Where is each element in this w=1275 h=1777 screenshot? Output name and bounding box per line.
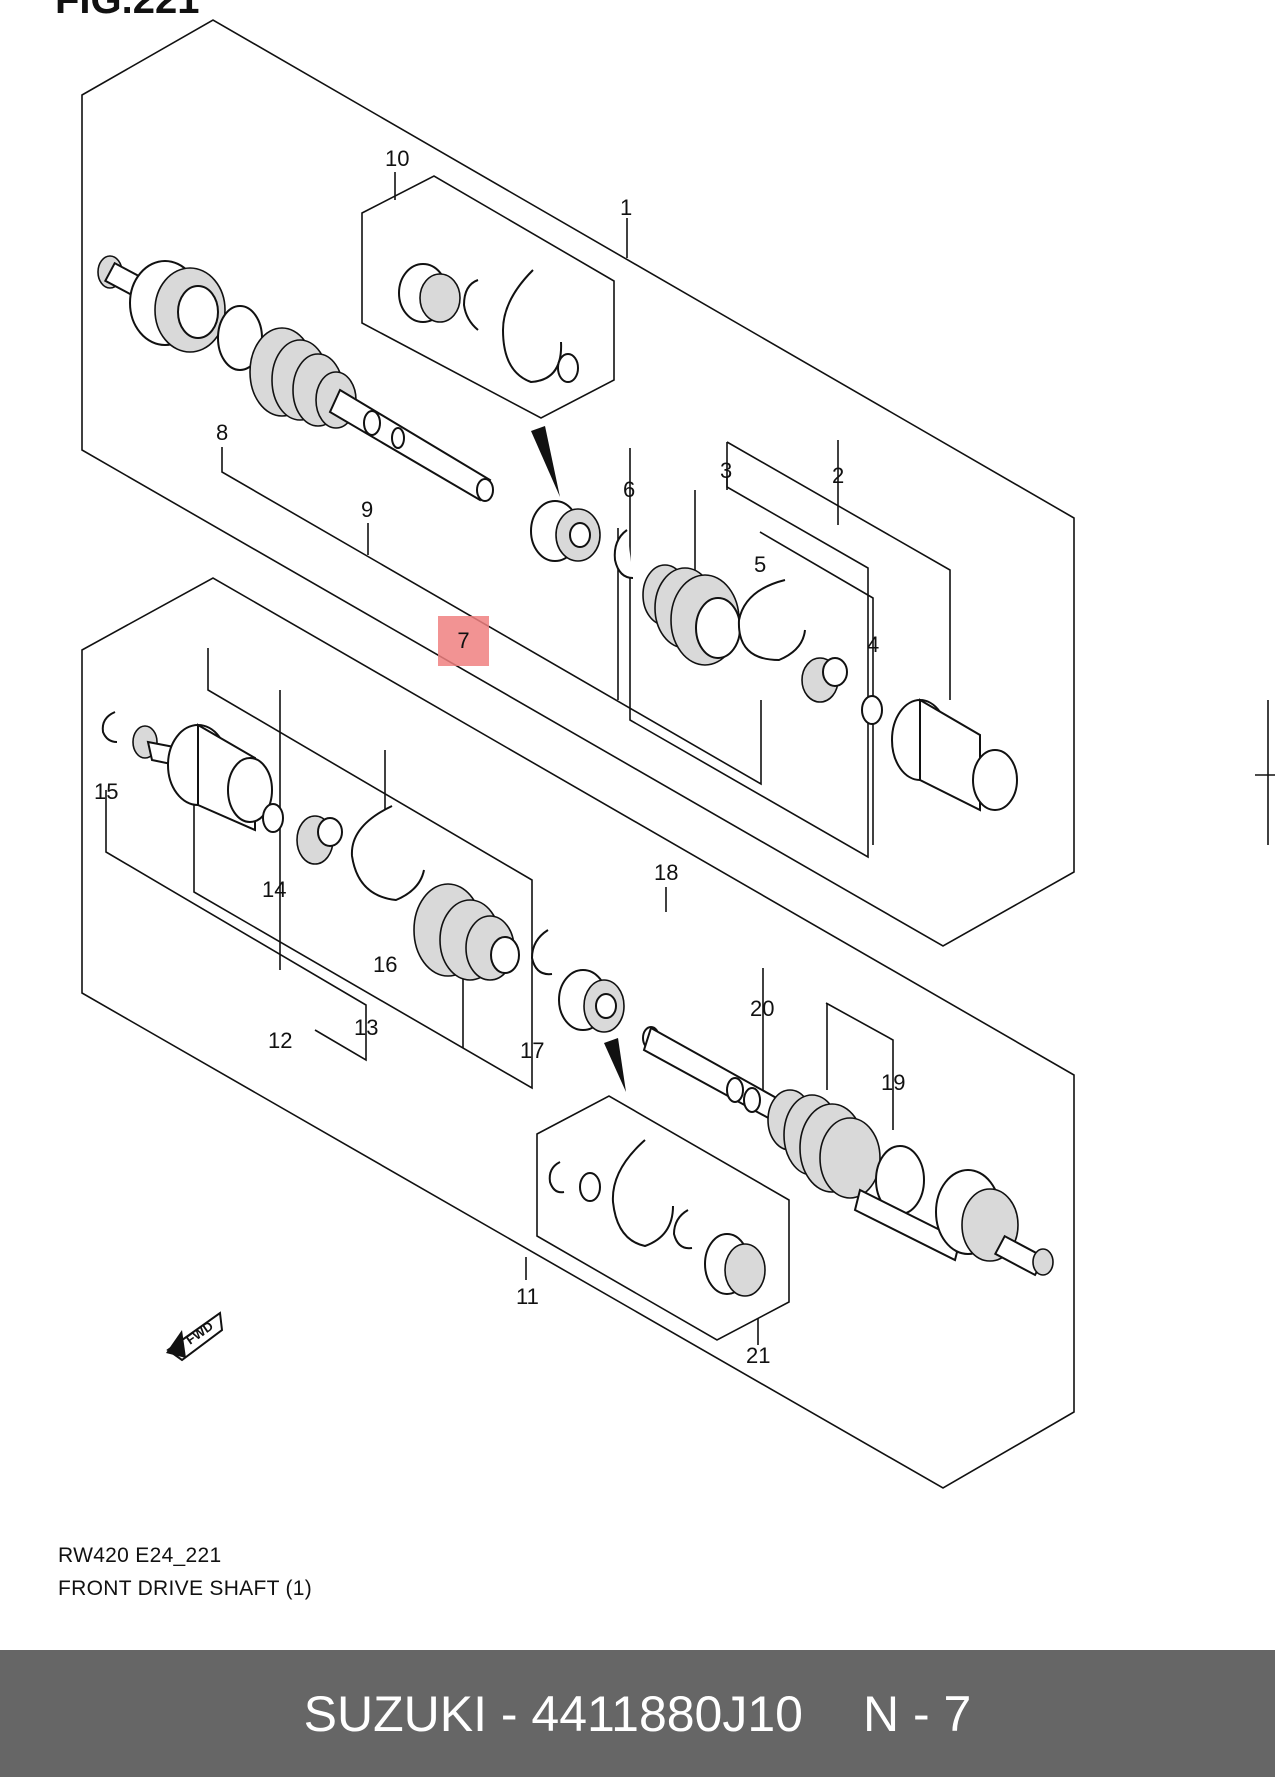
callout-19: 19 [881,1070,905,1095]
callout-8: 8 [216,420,228,445]
inset-21-parts [548,1139,766,1297]
inset-10-parts [398,263,579,384]
lower-ring-14 [262,803,284,833]
highlight-box [438,616,489,666]
callout-16: 16 [373,952,397,977]
callout-18: 18 [654,860,678,885]
lower-inner-housing [132,723,273,832]
lower-bearing [558,969,625,1033]
callout-13: 13 [354,1015,378,1040]
lower-assembly-outline [81,577,1075,1489]
bracket-8 [221,447,762,786]
lower-tripod [296,815,343,865]
callout-14: 14 [262,877,286,902]
drive-shaft-diagram: FWD 1 2 3 4 5 6 8 9 10 11 12 13 14 15 16… [81,19,1275,1489]
footer-part-number: SUZUKI - 4411880J10 [303,1685,803,1742]
callout-17: 17 [520,1038,544,1063]
upper-bearing [530,500,601,562]
fwd-arrow-icon: FWD [166,1311,224,1362]
bracket-12 [193,648,533,1090]
inset-box-21 [536,1095,790,1341]
bracket-19 [825,1002,894,1130]
diagram-name: FRONT DRIVE SHAFT (1) [58,1577,313,1600]
callout-15: 15 [94,779,118,804]
upper-shaft-bar [328,388,494,502]
lower-outer-cv-joint [853,1169,1054,1277]
callout-5: 5 [754,552,766,577]
figure-title: FIG.221 [55,0,200,22]
pointer-arrow-upper [531,426,560,497]
upper-clip-6 [613,529,634,579]
footer-bar: SUZUKI - 4411880J10 N - 7 [0,1650,1275,1777]
callout-21: 21 [746,1343,770,1368]
bracket-2 [726,441,951,700]
upper-inner-boot [642,564,741,666]
callout-12: 12 [268,1028,292,1053]
upper-outer-cv-joint [97,255,263,371]
lower-band-16 [350,805,425,902]
upper-band-5 [737,579,806,662]
upper-tripod [801,657,848,703]
lower-clip-17 [530,929,553,976]
diagram-code: RW420 E24_221 [58,1544,222,1567]
upper-ring-4 [861,695,883,725]
callout-6: 6 [623,477,635,502]
lower-outer-boot [767,1089,881,1199]
footer-ref: N - 7 [862,1685,972,1742]
pointer-arrow-lower [604,1038,626,1092]
callout-2: 2 [832,463,844,488]
lower-clip-15 [101,711,118,743]
callout-7-highlighted[interactable]: 7 [457,628,470,653]
inset-box-10 [361,175,615,419]
upper-assembly-outline [81,19,1075,947]
callout-4: 4 [867,632,879,657]
bracket-15 [105,790,367,1062]
bracket-4 [759,531,874,845]
upper-inner-housing [891,698,1018,812]
lower-inner-boot [413,883,520,981]
callout-11: 11 [516,1284,539,1309]
callout-9: 9 [361,497,373,522]
callout-1: 1 [620,195,632,220]
lower-shaft-bar [642,1026,782,1122]
callout-3: 3 [720,458,732,483]
callout-10: 10 [385,146,409,171]
callout-20: 20 [750,996,774,1021]
